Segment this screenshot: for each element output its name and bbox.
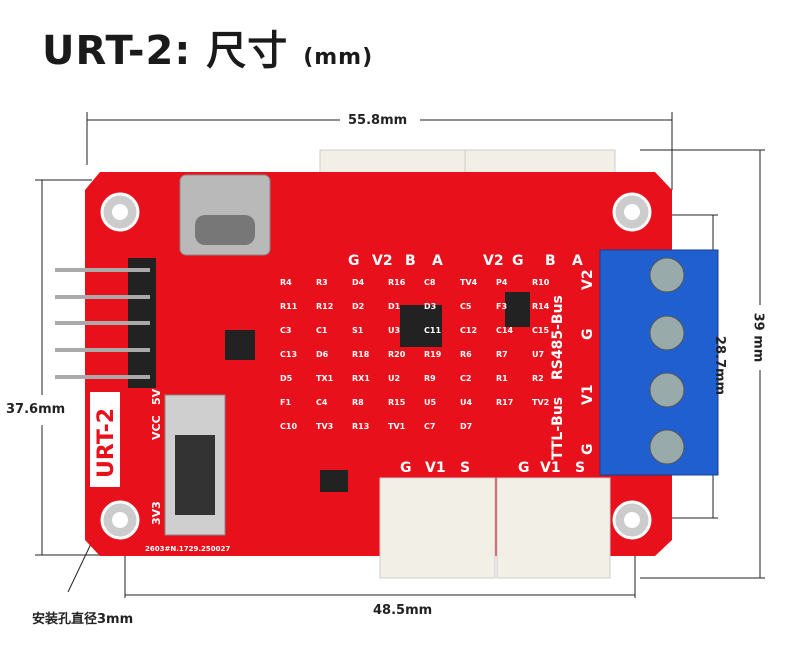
dim-height-total: 39 mm	[750, 312, 766, 363]
component-label: C4	[316, 398, 328, 407]
component-label: U3	[388, 326, 400, 335]
component-label: D2	[352, 302, 364, 311]
dim-hole-spacing-v: 28.7mm	[712, 335, 728, 396]
component-label: D5	[280, 374, 293, 383]
svg-text:V2: V2	[580, 269, 596, 290]
component-label: S1	[352, 326, 364, 335]
svg-text:S: S	[460, 460, 470, 476]
svg-text:5V: 5V	[150, 388, 163, 405]
component-label: R7	[496, 350, 508, 359]
dim-width-total: 55.8mm	[348, 113, 408, 128]
svg-text:V2: V2	[372, 253, 393, 269]
component-label: F1	[280, 398, 291, 407]
component-label: TV3	[316, 422, 333, 431]
component-label: D4	[352, 278, 365, 287]
component-label: D7	[460, 422, 472, 431]
component-label: C10	[280, 422, 297, 431]
component-label: R2	[532, 374, 544, 383]
component-label: C5	[460, 302, 472, 311]
component-label: TV2	[532, 398, 549, 407]
page-title: URT-2: 尺寸 (mm)	[42, 28, 374, 74]
svg-text:2603#N.1729.250027: 2603#N.1729.250027	[145, 545, 230, 553]
component-label: U4	[460, 398, 472, 407]
component-label: R1	[496, 374, 508, 383]
component-label: R9	[424, 374, 436, 383]
component-label: C1	[316, 326, 328, 335]
component-label: C13	[280, 350, 297, 359]
component-label: C8	[424, 278, 436, 287]
component-label: C11	[424, 326, 441, 335]
dim-board-height: 37.6mm	[6, 402, 66, 417]
component-label: RX1	[352, 374, 370, 383]
component-label: R6	[460, 350, 472, 359]
svg-text:V1: V1	[425, 460, 446, 476]
component-label: R16	[388, 278, 406, 287]
component-label: TV1	[388, 422, 406, 431]
svg-text:G: G	[400, 460, 412, 476]
svg-text:G: G	[580, 444, 596, 456]
component-label: R11	[280, 302, 298, 311]
component-label: R3	[316, 278, 328, 287]
component-label: C12	[460, 326, 477, 335]
component-label: R4	[280, 278, 292, 287]
component-label: D6	[316, 350, 329, 359]
pin-header	[55, 258, 156, 388]
svg-text:V2: V2	[483, 253, 504, 269]
component-label: R14	[532, 302, 550, 311]
component-label: C3	[280, 326, 291, 335]
component-label: P4	[496, 278, 508, 287]
component-label: R19	[424, 350, 442, 359]
svg-text:G: G	[580, 329, 596, 341]
component-label: R17	[496, 398, 513, 407]
svg-text:3V3: 3V3	[150, 501, 163, 525]
component-label: R10	[532, 278, 550, 287]
component-label: U2	[388, 374, 400, 383]
component-label: R20	[388, 350, 406, 359]
component-label: C14	[496, 326, 513, 335]
dim-hole-spacing-h: 48.5mm	[373, 603, 433, 618]
component-label: U7	[532, 350, 544, 359]
component-label: D1	[388, 302, 401, 311]
component-label: C7	[424, 422, 435, 431]
component-label: R8	[352, 398, 364, 407]
component-label: R13	[352, 422, 369, 431]
component-label: R15	[388, 398, 406, 407]
component-label: U5	[424, 398, 436, 407]
svg-text:RS485-Bus: RS485-Bus	[550, 295, 566, 380]
pcb-board	[85, 172, 672, 556]
component-label: F3	[496, 302, 507, 311]
svg-text:A: A	[432, 253, 443, 269]
svg-text:A: A	[572, 253, 583, 269]
component-label: TV4	[460, 278, 478, 287]
component-label: C2	[460, 374, 471, 383]
component-label: TX1	[316, 374, 334, 383]
component-label: C15	[532, 326, 549, 335]
svg-text:VCC: VCC	[150, 415, 163, 440]
component-label: R12	[316, 302, 333, 311]
svg-text:V1: V1	[540, 460, 561, 476]
svg-text:G: G	[512, 253, 524, 269]
svg-text:G: G	[348, 253, 360, 269]
component-label: D3	[424, 302, 436, 311]
svg-text:TTL-Bus: TTL-Bus	[550, 397, 566, 460]
board-name: URT-2	[94, 408, 119, 478]
svg-text:B: B	[545, 253, 556, 269]
hole-diameter-note: 安装孔直径3mm	[32, 612, 134, 627]
svg-text:V1: V1	[580, 384, 596, 405]
svg-text:G: G	[518, 460, 530, 476]
svg-text:B: B	[405, 253, 416, 269]
component-label: R18	[352, 350, 370, 359]
svg-text:S: S	[575, 460, 585, 476]
